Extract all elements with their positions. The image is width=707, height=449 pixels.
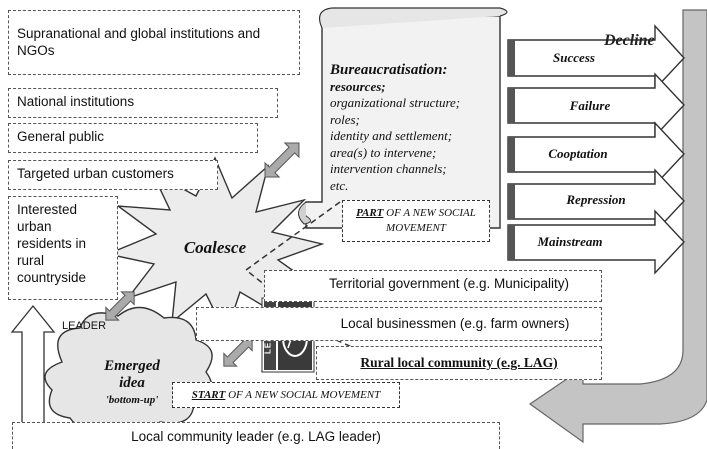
box-rural-community: Rural local community (e.g. LAG): [316, 346, 602, 380]
double-arrow-scroll: [264, 142, 300, 178]
arrow-cooptation: [507, 121, 685, 187]
box-national-label: National institutions: [17, 94, 135, 109]
part-rest: OF A NEW SOCIAL MOVEMENT: [383, 207, 476, 234]
outcome-repression: Repression: [566, 192, 626, 207]
start-emphasis: START: [191, 389, 226, 401]
scroll-content: Bureaucratisation: resources; organizati…: [330, 62, 498, 194]
scroll-item: roles;: [330, 111, 360, 127]
box-interested-residents-label: Interested urban residents in rural coun…: [17, 202, 87, 285]
arrow-repression: [507, 168, 685, 234]
box-territorial-government-label: Territorial government (e.g. Municipalit…: [328, 276, 570, 291]
arrow-success: [507, 24, 685, 91]
part-new-movement-box: PART OF A NEW SOCIAL MOVEMENT: [342, 200, 490, 242]
emerged-line1: Emerged: [104, 358, 160, 374]
box-rural-community-label: Rural local community (e.g. LAG): [360, 355, 558, 370]
outcome-success: Success: [553, 50, 595, 65]
double-arrow-leader: [105, 291, 135, 321]
scroll-title: Bureaucratisation:: [330, 62, 448, 78]
arrow-failure: [507, 72, 685, 138]
arrow-mainstream: [507, 209, 685, 275]
box-supranational-label: Supranational and global institutions an…: [17, 26, 261, 58]
coalesce-label: Coalesce: [183, 238, 247, 257]
box-community-leader: Local community leader (e.g. LAG leader): [12, 422, 500, 449]
emerged-line2: idea: [119, 375, 145, 391]
scroll-item: area(s) to intervene;: [330, 144, 437, 160]
box-community-leader-label: Local community leader (e.g. LAG leader): [131, 429, 381, 444]
box-territorial-government: Territorial government (e.g. Municipalit…: [264, 270, 602, 302]
leader-label: LEADER: [62, 320, 107, 332]
scroll-item: organizational structure;: [330, 95, 461, 110]
box-targeted-customers-label: Targeted urban customers: [17, 166, 174, 181]
outcome-cooptation: Cooptation: [548, 146, 608, 161]
start-new-movement-box: START OF A NEW SOCIAL MOVEMENT: [172, 382, 400, 408]
outcome-arrows: [507, 24, 685, 275]
decline-curve-arrow: [528, 9, 707, 444]
scroll-subtitle: resources;: [330, 78, 386, 94]
start-rest: OF A NEW SOCIAL MOVEMENT: [225, 389, 381, 401]
emerged-line3: 'bottom-up': [105, 394, 159, 406]
leader-logo-text: LEADER: [263, 315, 273, 354]
box-local-businessmen-label: Local businessmen (e.g. farm owners): [340, 316, 570, 331]
box-national: National institutions: [8, 88, 278, 118]
part-emphasis: PART: [356, 207, 384, 219]
decline-label: Decline: [604, 32, 655, 49]
scroll-shape: [298, 7, 508, 229]
box-interested-residents: Interested urban residents in rural coun…: [8, 196, 118, 300]
outcome-mainstream: Mainstream: [537, 234, 603, 249]
box-general-public-label: General public: [17, 129, 105, 144]
scroll-item: intervention channels;: [330, 161, 447, 176]
emerged-idea-text: Emerged idea 'bottom-up': [72, 358, 192, 409]
outcome-failure: Failure: [569, 98, 611, 113]
box-supranational: Supranational and global institutions an…: [8, 10, 300, 75]
box-general-public: General public: [8, 123, 258, 153]
box-local-businessmen: Local businessmen (e.g. farm owners): [196, 307, 602, 341]
box-targeted-customers: Targeted urban customers: [8, 160, 218, 190]
scroll-item: identity and settlement;: [330, 128, 453, 143]
scroll-item: etc.: [330, 177, 349, 193]
